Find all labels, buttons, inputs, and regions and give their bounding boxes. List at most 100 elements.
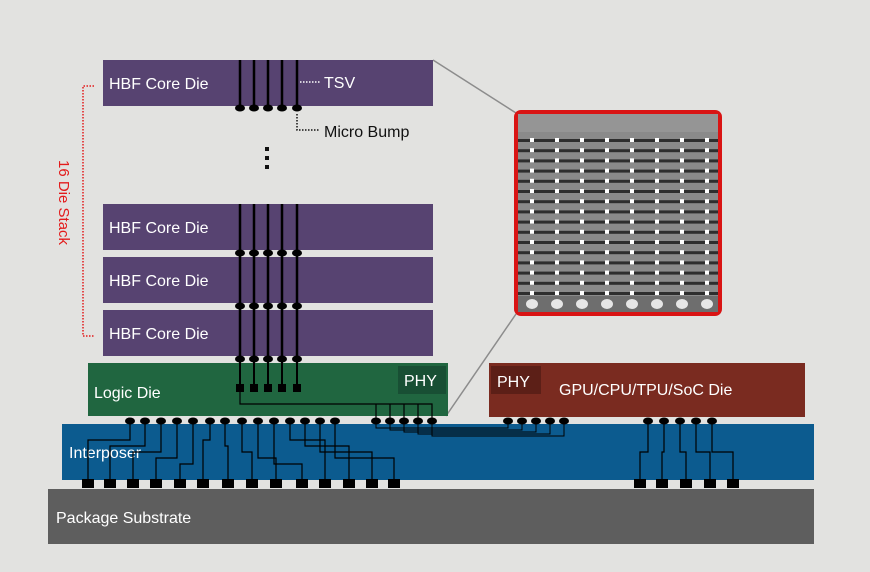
tsv-label: TSV: [324, 75, 355, 92]
substrate-bump: [727, 479, 739, 488]
c4-bump: [330, 417, 340, 425]
interposer-trace: [273, 421, 303, 482]
bumps: [82, 417, 739, 488]
inset-via-dot: [580, 280, 584, 285]
substrate-bump: [296, 479, 308, 488]
inset-via-dot: [555, 260, 559, 265]
inset-via-dot: [530, 178, 534, 183]
substrate-bump: [197, 479, 209, 488]
inset-layer-line: [518, 271, 718, 275]
c4-bump: [531, 417, 541, 425]
inset-via-dot: [605, 138, 609, 142]
interposer: [62, 424, 814, 480]
inset-via-dot: [555, 138, 559, 142]
inset-layer-line: [518, 292, 718, 295]
c4-bump: [413, 417, 423, 425]
inset-via-dot: [530, 158, 534, 163]
inset-via-dot: [580, 189, 584, 193]
substrate-bump: [82, 479, 94, 488]
inset-via-dot: [530, 219, 534, 224]
logic-via: [264, 384, 272, 392]
inset-via-dot: [555, 280, 559, 285]
inset-via-dot: [580, 291, 584, 295]
micro-bump: [235, 249, 245, 257]
logic-via: [293, 384, 301, 392]
micro-bump: [235, 302, 245, 310]
inset-layer-line: [518, 190, 718, 193]
zoom-connector-bottom: [445, 313, 517, 417]
inset-via-dot: [530, 209, 534, 214]
c4-bump: [269, 417, 279, 425]
inset-via-dot: [555, 158, 559, 163]
interposer-trace: [109, 421, 146, 482]
inset-via-dot: [530, 260, 534, 265]
inset-via-dot: [630, 229, 634, 234]
inset-via-dot: [705, 270, 709, 275]
c4-bump: [220, 417, 230, 425]
micro-bump: [235, 355, 245, 363]
micro-bump: [277, 249, 287, 257]
inset-via-dot: [680, 189, 684, 193]
inset-via-dot: [705, 240, 709, 244]
logic-wire: [239, 392, 433, 418]
inset-via-dot: [655, 270, 659, 275]
micro-bump: [249, 355, 259, 363]
inset-via-dot: [605, 280, 609, 285]
inset-via-dot: [555, 199, 559, 204]
interposer-trace: [334, 421, 395, 482]
micro-bump: [277, 104, 287, 112]
substrate-bump: [704, 479, 716, 488]
inset-via-dot: [605, 189, 609, 193]
inset-via-dot: [680, 229, 684, 234]
c4-bump: [237, 417, 247, 425]
substrate-bump: [246, 479, 258, 488]
inset-via-dot: [655, 168, 659, 173]
inset-via-dot: [530, 240, 534, 244]
c4-bump: [707, 417, 717, 425]
inset-via-dot: [580, 219, 584, 224]
inset-via-dot: [705, 260, 709, 265]
inset-via-dot: [655, 138, 659, 142]
inset-via-dot: [680, 280, 684, 285]
inset-via-dot: [630, 168, 634, 173]
package-substrate-label: Package Substrate: [56, 510, 191, 527]
inset-via-dot: [605, 260, 609, 265]
inset-bump: [601, 299, 613, 309]
inset-via-dot: [680, 138, 684, 142]
inset-via-dot: [605, 199, 609, 204]
c4-bump: [675, 417, 685, 425]
inset-via-dot: [655, 178, 659, 183]
inset-via-dot: [530, 189, 534, 193]
inset-via-dot: [705, 280, 709, 285]
inset-bump: [576, 299, 588, 309]
interposer-trace: [319, 421, 373, 482]
inset-via-dot: [605, 240, 609, 244]
inset-via-dot: [680, 168, 684, 173]
inset-via-dot: [580, 240, 584, 244]
interposer-trace: [132, 421, 162, 482]
micro-bump: [263, 355, 273, 363]
inset-via-dot: [655, 229, 659, 234]
logic-die-label: Logic Die: [94, 385, 161, 402]
inset-via-dot: [530, 280, 534, 285]
logic-phy-block: [398, 366, 446, 394]
phy-link-trace: [417, 421, 551, 435]
c4-bump: [385, 417, 395, 425]
inset-via-dot: [705, 219, 709, 224]
inset-via-dot: [680, 199, 684, 204]
inset-via-dot: [605, 209, 609, 214]
inset-via-dot: [605, 250, 609, 255]
zoom-connector-top: [432, 59, 517, 114]
core-die-3-label: HBF Core Die: [109, 220, 209, 237]
inset-via-dot: [680, 148, 684, 153]
inset-via-dot: [630, 138, 634, 142]
inset-via-dot: [680, 240, 684, 244]
micro-bump: [263, 104, 273, 112]
ellipsis-icon: [265, 147, 269, 169]
substrate-bump: [343, 479, 355, 488]
interposer-trace: [155, 421, 178, 482]
inset-via-dot: [555, 189, 559, 193]
substrate-bump: [366, 479, 378, 488]
inset-via-dot: [605, 158, 609, 163]
inset-via-dot: [655, 260, 659, 265]
